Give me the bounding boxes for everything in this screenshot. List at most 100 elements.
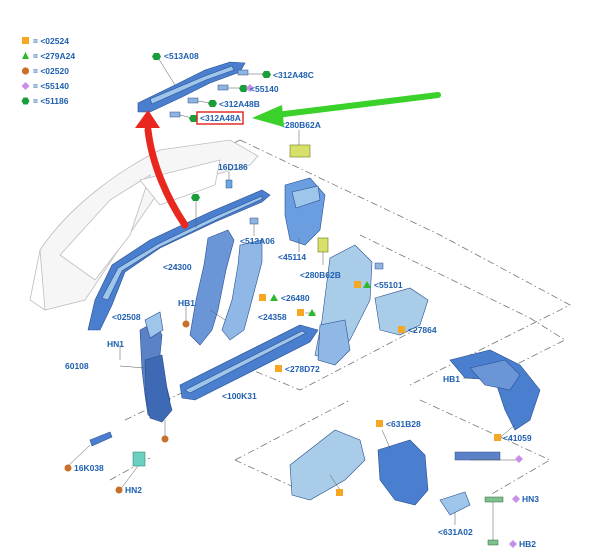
callout-513A08: <513A08 [164, 51, 199, 61]
hexagon-icon [239, 85, 248, 92]
callout-631A02: <631A02 [438, 527, 473, 537]
square-icon [259, 294, 266, 301]
b-pillar-inner-part [221, 239, 263, 341]
square-icon [376, 420, 383, 427]
triangle-icon [363, 281, 371, 288]
a-pillar-rail-inner [101, 195, 263, 301]
callout-16D186: 16D186 [218, 162, 248, 172]
bracket-312A48A [169, 111, 181, 118]
hexagon-icon [152, 53, 161, 60]
square-icon [354, 281, 361, 288]
bracket-312A48B [187, 97, 199, 104]
callout-55140: <55140 [250, 84, 279, 94]
body-side-ghost [29, 139, 259, 311]
legend-item-4: = <55140 [33, 81, 69, 91]
callout-labels: <513A08 <312A48C <55140 <312A48B <312A48… [65, 51, 539, 549]
callout-16K038: 16K038 [74, 463, 104, 473]
circle-icon [64, 464, 72, 472]
callout-markers [64, 53, 523, 548]
green-arrow [252, 92, 441, 127]
triangle-icon [308, 309, 316, 316]
a-pillar-rail-part [87, 189, 271, 331]
callout-312A48B: <312A48B [219, 99, 260, 109]
circle-icon [182, 320, 190, 328]
hinge-pillar-part [144, 354, 173, 423]
bracket-513A06 [249, 217, 259, 225]
legend-triangle-icon [22, 52, 29, 59]
callout-631B28: <631B28 [386, 419, 421, 429]
rear-corner-inner [469, 359, 521, 391]
circle-icon [161, 435, 169, 443]
square-icon [297, 309, 304, 316]
bracket-312A48C [237, 69, 249, 76]
callout-24358: <24358 [258, 312, 287, 322]
callout-280B62A: <280B62A [280, 120, 321, 130]
diamond-icon [515, 455, 523, 463]
callout-24300: <24300 [163, 262, 192, 272]
callout-55101: <55101 [374, 280, 403, 290]
square-icon [336, 489, 343, 496]
red-arrowhead-icon [135, 110, 160, 128]
legend-hexagon-icon [21, 97, 30, 105]
legend-item-5: = <51186 [33, 96, 69, 106]
callout-312A48C: <312A48C [273, 70, 314, 80]
bracket-16D186 [225, 179, 233, 189]
triangle-icon [270, 294, 278, 301]
legend: = <02524 = <279A24 = <02520 = <55140 = <… [21, 36, 75, 106]
c-pillar-brace [291, 185, 321, 209]
pad-280B62A [289, 144, 311, 158]
callout-HN2: HN2 [125, 485, 142, 495]
callout-02508: <02508 [112, 312, 141, 322]
square-icon [398, 326, 405, 333]
callout-60108: 60108 [65, 361, 89, 371]
callout-45114: <45114 [278, 252, 306, 262]
bracket-HB2 [487, 539, 499, 546]
legend-square-icon [22, 37, 29, 44]
callout-513A06: <513A06 [240, 236, 275, 246]
callout-HN3: HN3 [522, 494, 539, 504]
hexagon-icon [208, 100, 217, 107]
c-pillar-inner-45114 [284, 177, 326, 246]
roof-rail-flange [149, 65, 235, 105]
callout-HB1-rear: HB1 [443, 374, 460, 384]
diamond-icon [509, 540, 517, 548]
legend-item-1: = <02524 [33, 36, 69, 46]
callout-278D72: <278D72 [285, 364, 320, 374]
reinforcement-02508 [144, 311, 164, 339]
bracket-16K038 [89, 431, 113, 447]
rear-panel-light [289, 429, 366, 501]
callout-100K31: <100K31 [222, 391, 257, 401]
hexagon-icon [262, 71, 271, 78]
callout-HN1: HN1 [107, 339, 124, 349]
square-icon [275, 365, 282, 372]
wheelhouse-27864 [374, 287, 429, 336]
hexagon-icon [191, 194, 200, 201]
hexagon-icon [189, 115, 198, 122]
diamond-icon [512, 495, 520, 503]
quarter-panel-278D72 [317, 319, 351, 366]
callout-HB2: HB2 [519, 539, 536, 549]
bracket-HN2 [132, 451, 146, 467]
bracket-55140 [217, 84, 229, 91]
red-curved-arrow [135, 110, 189, 229]
bracket-HN3 [484, 496, 504, 503]
legend-item-2: = <279A24 [33, 51, 75, 61]
legend-diamond-icon [21, 82, 30, 90]
bracket-lower-1 [454, 451, 501, 461]
bracket-631A02 [439, 491, 471, 516]
circle-icon [115, 486, 123, 494]
callout-27864: <27864 [408, 325, 437, 335]
highlight-box-312A48A [196, 111, 244, 125]
roof-rail-assembly [137, 61, 249, 118]
rear-panel-631B28 [377, 439, 429, 506]
a-pillar-rail-assembly [87, 179, 271, 331]
diamond-icon [246, 84, 254, 92]
green-arrowhead-icon [252, 105, 284, 127]
legend-circle-icon [21, 67, 30, 75]
legend-item-3: = <02520 [33, 66, 69, 76]
rocker-panel-flange [184, 330, 307, 394]
callout-312A48A: <312A48A [200, 113, 241, 123]
bracket-55101 [374, 262, 384, 270]
pad-280B62B [317, 237, 329, 253]
